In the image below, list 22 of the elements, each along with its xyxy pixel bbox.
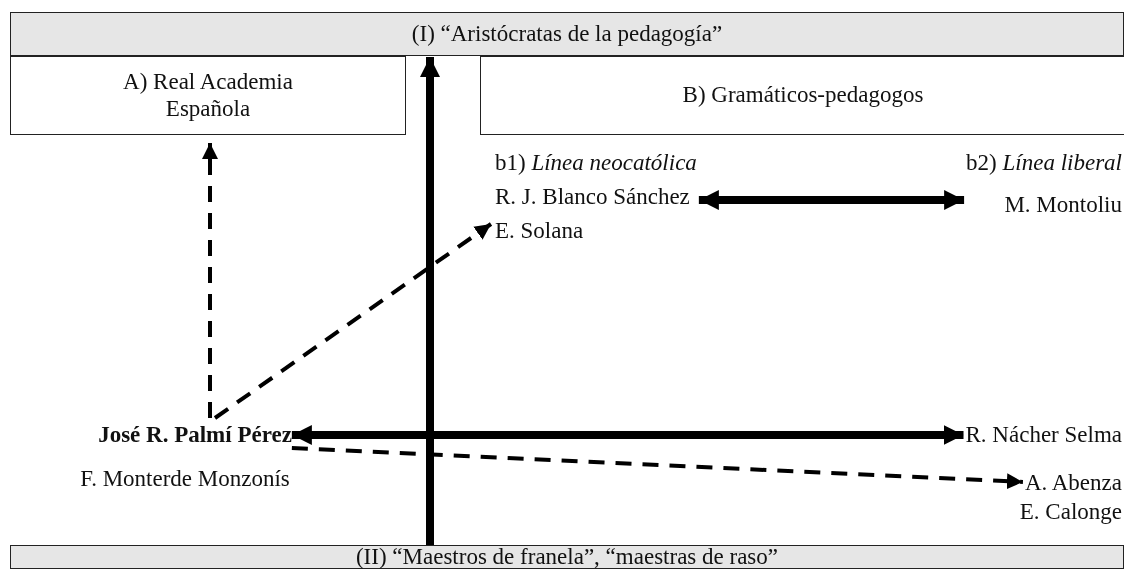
- category-title: B) Gramáticos-pedagogos: [682, 82, 924, 108]
- category-title: A) Real Academia Española: [123, 69, 293, 121]
- name-text: José R. Palmí Pérez: [98, 421, 292, 449]
- category-band: [10, 12, 1124, 56]
- name-text: b1) Línea neocatólica: [495, 149, 697, 177]
- dashed-arrow: [291, 446, 1023, 490]
- name-text: M. Montoliu: [1003, 191, 1122, 219]
- category-box: [10, 56, 406, 135]
- category-title: (I) “Aristócratas de la pedagogía”: [411, 21, 723, 47]
- category-band: [10, 545, 1124, 569]
- dashed-arrow: [213, 222, 493, 420]
- name-text: E. Solana: [495, 217, 585, 245]
- name-text: R. Nácher Selma: [965, 421, 1122, 449]
- name-text: E. Calonge: [1018, 498, 1122, 526]
- name-text: A. Abenza: [1024, 469, 1122, 497]
- name-text: b2) Línea liberal: [966, 149, 1122, 177]
- dashed-arrow: [202, 143, 218, 418]
- name-text: R. J. Blanco Sánchez: [495, 183, 691, 211]
- name-text: F. Monterde Monzonís: [79, 465, 291, 493]
- category-title: (II) “Maestros de franela”, “maestras de raso”: [355, 544, 779, 569]
- category-box: [480, 56, 1124, 135]
- arrow: [420, 57, 440, 545]
